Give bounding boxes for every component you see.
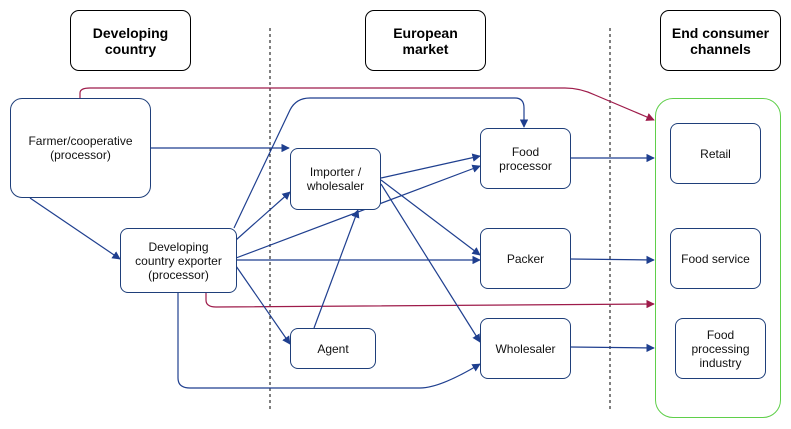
- arrow-exporter-to-agent: [235, 265, 291, 345]
- node-developing-country-exporter: Developing country exporter (processor): [120, 228, 237, 293]
- node-wholesaler: Wholesaler: [480, 318, 571, 379]
- arrow-packer-to-food-service: [569, 255, 655, 265]
- node-food-service: Food service: [670, 228, 761, 289]
- arrow-importer-to-packer: [380, 179, 481, 256]
- arrow-exporter-to-food-processor-top: [233, 97, 529, 229]
- node-food-processor: Food processor: [480, 128, 571, 189]
- node-food-processing-industry: Food processing industry: [675, 318, 766, 379]
- node-agent: Agent: [290, 328, 376, 369]
- node-farmer-cooperative: Farmer/cooperative (processor): [10, 98, 151, 198]
- node-importer-wholesaler: Importer / wholesaler: [290, 148, 381, 210]
- header-developing-country: Developing country: [70, 10, 191, 71]
- header-european-market: European market: [365, 10, 486, 71]
- node-packer: Packer: [480, 228, 571, 289]
- arrow-agent-to-importer: [313, 209, 360, 329]
- arrow-exporter-to-food-service: [205, 292, 655, 309]
- node-retail: Retail: [670, 123, 761, 184]
- arrow-wholesaler-to-processing-industry: [569, 343, 655, 353]
- arrow-importer-to-food-processor: [380, 153, 481, 179]
- header-end-consumer-channels: End consumer channels: [660, 10, 781, 71]
- arrow-importer-to-wholesaler: [380, 183, 481, 343]
- arrow-farmer-to-retail: [79, 87, 655, 121]
- arrow-farmer-to-exporter: [29, 197, 121, 260]
- arrow-exporter-to-importer: [235, 191, 291, 241]
- arrow-exporter-to-wholesaler: [177, 292, 481, 389]
